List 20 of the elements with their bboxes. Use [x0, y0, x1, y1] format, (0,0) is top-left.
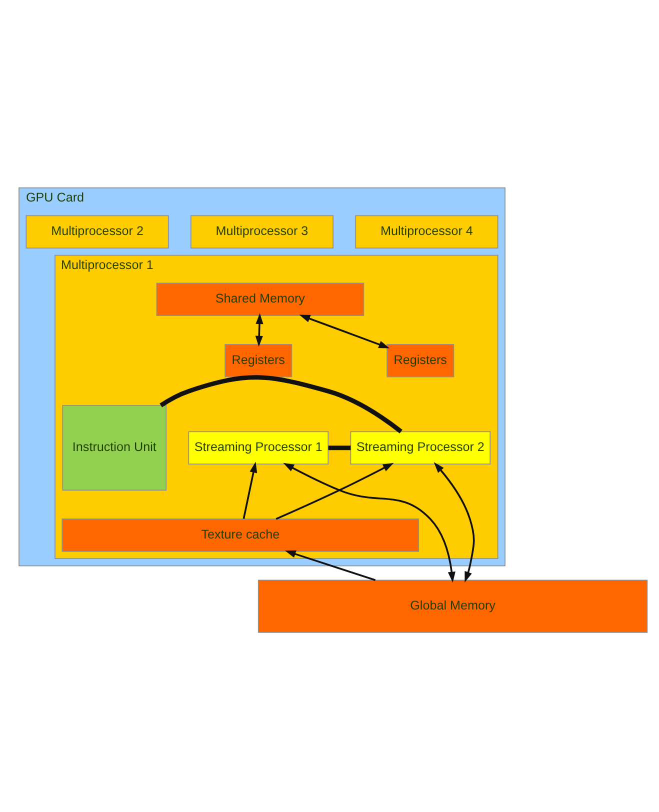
- node-box: Streaming Processor 1: [188, 430, 329, 464]
- connector: [160, 374, 402, 433]
- node-box: Instruction Unit: [62, 404, 167, 490]
- node-box: Global Memory: [258, 579, 648, 632]
- node-box: Texture cache: [62, 518, 420, 552]
- node-box: Streaming Processor 2: [350, 430, 491, 464]
- arrow: [434, 462, 475, 582]
- arrow: [255, 312, 264, 346]
- node-box: Multiprocessor 4: [355, 214, 498, 248]
- node-box: Registers: [224, 343, 292, 377]
- node-box: Multiprocessor 3: [190, 214, 334, 248]
- node-box: Registers: [386, 343, 454, 377]
- arrow: [276, 462, 394, 520]
- node-box: Multiprocessor 2: [26, 214, 169, 248]
- arrow: [242, 461, 258, 518]
- arrow: [283, 462, 456, 582]
- node-box: Shared Memory: [156, 282, 364, 316]
- arrow: [284, 550, 376, 580]
- arrow: [299, 314, 390, 348]
- connector: [328, 445, 351, 450]
